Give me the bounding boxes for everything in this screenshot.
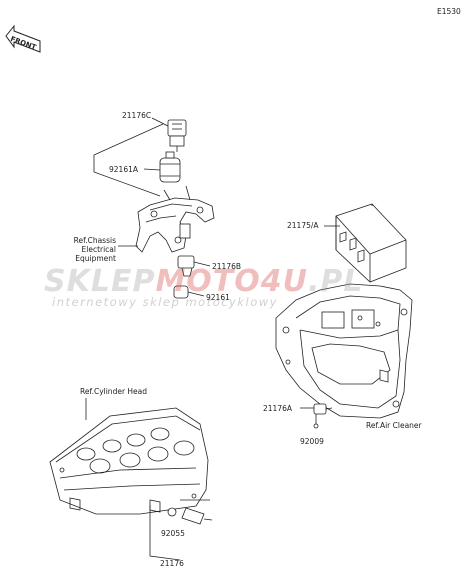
sensor-21176a-drawing: [300, 403, 333, 429]
cylinder-head-drawing: [49, 407, 209, 515]
front-arrow-icon: [5, 24, 41, 53]
leader-21176c: [151, 117, 169, 127]
label-92161a[interactable]: 92161A: [109, 165, 138, 174]
leader-92161a: [143, 168, 161, 171]
label-92055[interactable]: 92055: [161, 529, 185, 538]
sensor-21176c-drawing: [167, 119, 187, 152]
label-ref-air-cleaner[interactable]: Ref.Air Cleaner: [366, 421, 422, 430]
label-21176a[interactable]: 21176A: [263, 404, 292, 413]
label-ref-cylinder-head[interactable]: Ref.Cylinder Head: [80, 387, 148, 396]
label-21176b[interactable]: 21176B: [212, 262, 242, 271]
sensor-21176b-drawing: [177, 255, 211, 277]
grommet-92161a-drawing: [159, 151, 181, 183]
label-92161[interactable]: 92161: [206, 293, 230, 302]
label-21176[interactable]: 21176: [160, 559, 184, 568]
chassis-bracket-drawing: [135, 185, 215, 253]
sensor-21176-drawing: [167, 499, 213, 525]
label-92009[interactable]: 92009: [300, 437, 324, 446]
callout-bracket-21176c: [93, 123, 164, 197]
grommet-92161-drawing: [173, 285, 205, 299]
callout-bracket-21176: [149, 505, 181, 561]
label-21176c[interactable]: 21176C: [122, 111, 152, 120]
air-cleaner-drawing: [275, 283, 413, 419]
diagram-code: E1530: [437, 7, 461, 16]
label-ref-chassis[interactable]: Ref.Chassis: [73, 236, 116, 245]
label-ref-chassis-line3: Equipment: [75, 254, 116, 263]
label-ref-chassis-line2: Electrical: [81, 245, 116, 254]
ecu-21175a-drawing: [324, 203, 407, 283]
label-21175a[interactable]: 21175/A: [287, 221, 319, 230]
